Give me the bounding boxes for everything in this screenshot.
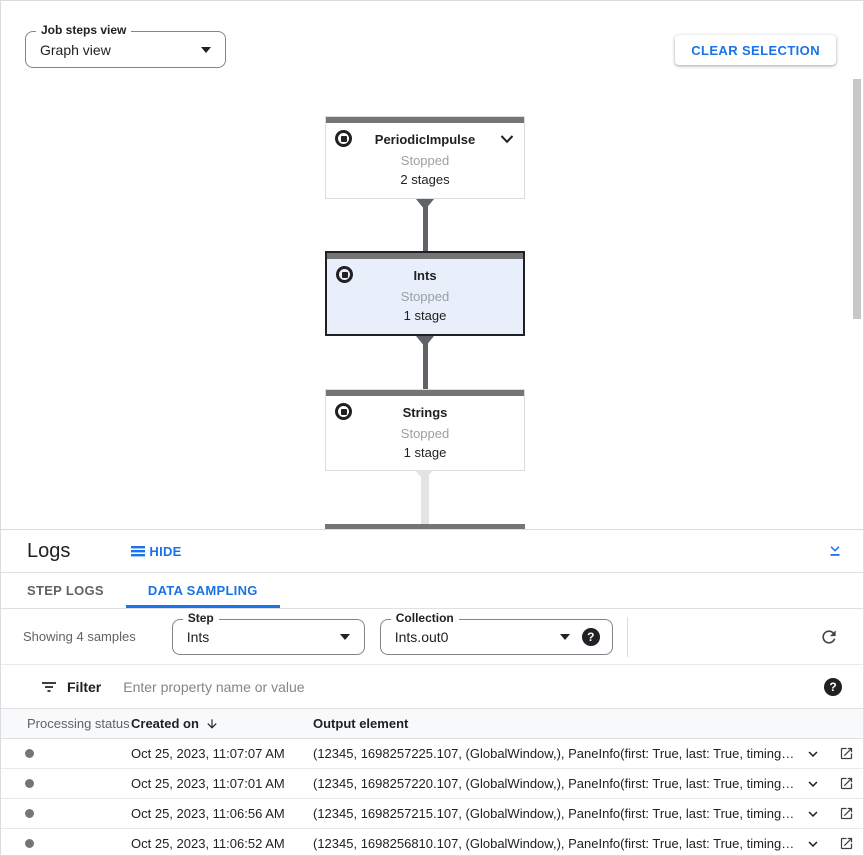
graph-edge (423, 336, 428, 391)
stopped-state-icon (335, 130, 352, 147)
logs-panel-header: Logs HIDE (1, 530, 863, 573)
dropdown-caret-icon (339, 633, 350, 640)
filter-input[interactable] (123, 678, 824, 695)
expand-row-button[interactable] (797, 775, 829, 793)
chevron-down-icon (808, 840, 818, 847)
filter-help-icon[interactable]: ? (824, 677, 842, 696)
collection-select[interactable]: Collection Ints.out0 ? (379, 610, 613, 655)
tab-data-sampling[interactable]: DATA SAMPLING (125, 573, 280, 608)
stopped-state-icon (335, 403, 352, 420)
open-in-new-icon (840, 747, 852, 760)
node-title: Ints (413, 267, 437, 283)
graph-node-ints[interactable]: Ints Stopped 1 stage (325, 251, 525, 336)
chevron-down-icon[interactable] (500, 135, 514, 144)
offscreen-node-top-bar (325, 524, 525, 529)
tab-step-logs[interactable]: STEP LOGS (1, 573, 126, 608)
node-status-bar (327, 253, 523, 259)
created-on-cell: Oct 25, 2023, 11:06:52 AM (131, 836, 285, 851)
hide-button-label: HIDE (149, 543, 182, 559)
output-element-cell: (12345, 1698257220.107, (GlobalWindow,),… (313, 776, 795, 791)
sort-descending-icon[interactable] (205, 717, 219, 731)
sample-row[interactable]: Oct 25, 2023, 11:07:07 AM (12345, 169825… (1, 739, 863, 769)
expand-row-button[interactable] (797, 745, 829, 763)
processing-status-dot (25, 749, 34, 758)
node-title: PeriodicImpulse (374, 131, 476, 147)
open-in-new-button[interactable] (829, 776, 863, 791)
vertical-divider (626, 616, 628, 657)
table-header-row: Processing status Created on Output elem… (1, 709, 863, 739)
job-graph-area: Job steps view Graph view CLEAR SELECTIO… (1, 1, 863, 534)
filter-list-icon (41, 680, 57, 694)
sampling-controls-row: Showing 4 samples Step Ints Collection I… (1, 609, 863, 665)
node-status: Stopped (400, 153, 450, 168)
graph-edge (421, 470, 429, 524)
collection-select-label: Collection (390, 610, 459, 625)
node-stages: 2 stages (400, 172, 450, 187)
node-status: Stopped (400, 426, 450, 441)
output-element-cell: (12345, 1698257215.107, (GlobalWindow,),… (313, 806, 795, 821)
graph-node-periodicimpulse[interactable]: PeriodicImpulse Stopped 2 stages (325, 116, 525, 199)
collection-select-value: Ints.out0 (394, 628, 449, 645)
step-select-label: Step (182, 610, 219, 625)
open-in-new-icon (840, 807, 852, 820)
collection-help-icon[interactable]: ? (581, 627, 600, 646)
created-on-cell: Oct 25, 2023, 11:06:56 AM (131, 806, 285, 821)
sample-row[interactable]: Oct 25, 2023, 11:07:01 AM (12345, 169825… (1, 769, 863, 799)
chevron-down-icon (808, 810, 818, 817)
processing-status-dot (25, 839, 34, 848)
open-in-new-button[interactable] (829, 836, 863, 851)
node-status-bar (326, 117, 524, 123)
refresh-samples-button[interactable] (819, 627, 839, 647)
job-steps-view-label: Job steps view (36, 23, 132, 37)
open-in-new-icon (840, 777, 852, 790)
graph-edge (423, 199, 428, 253)
logs-panel: Logs HIDE STEP LOGS DATA SAMPLING Showin… (1, 529, 863, 855)
graph-scrollbar-thumb[interactable] (853, 79, 861, 319)
node-status: Stopped (400, 289, 450, 304)
output-element-cell: (12345, 1698257225.107, (GlobalWindow,),… (313, 746, 795, 761)
node-stages: 1 stage (403, 308, 447, 323)
dropdown-caret-icon (559, 633, 570, 640)
logs-panel-title: Logs (27, 539, 71, 562)
dropdown-caret-icon (201, 46, 211, 53)
refresh-icon (822, 629, 836, 644)
node-stages: 1 stage (403, 445, 447, 460)
expand-row-button[interactable] (797, 835, 829, 853)
collapse-down-icon (830, 546, 840, 556)
logs-tab-bar: STEP LOGS DATA SAMPLING (1, 573, 863, 609)
open-in-new-button[interactable] (829, 806, 863, 821)
expand-row-button[interactable] (797, 805, 829, 823)
col-header-created-on[interactable]: Created on (131, 716, 313, 731)
step-select-value: Ints (186, 628, 210, 645)
node-status-bar (326, 390, 524, 396)
graph-node-strings[interactable]: Strings Stopped 1 stage (325, 389, 525, 471)
step-select[interactable]: Step Ints (171, 610, 365, 655)
created-on-cell: Oct 25, 2023, 11:07:07 AM (131, 746, 285, 761)
filter-row: Filter ? (1, 665, 863, 709)
chevron-down-icon (808, 780, 818, 787)
sample-row[interactable]: Oct 25, 2023, 11:06:52 AM (12345, 169825… (1, 829, 863, 855)
open-in-new-button[interactable] (829, 746, 863, 761)
chevron-down-icon (808, 750, 818, 757)
created-on-cell: Oct 25, 2023, 11:07:01 AM (131, 776, 285, 791)
open-in-new-icon (840, 837, 852, 850)
hide-panel-icon (131, 546, 146, 557)
collapse-panel-button[interactable] (826, 542, 844, 560)
job-steps-view-select[interactable]: Job steps view Graph view (25, 23, 226, 68)
hide-logs-button[interactable]: HIDE (130, 544, 181, 559)
col-header-output-element: Output element (313, 716, 409, 731)
clear-selection-button[interactable]: CLEAR SELECTION (675, 35, 836, 65)
col-header-processing-status: Processing status (27, 716, 130, 731)
processing-status-dot (25, 779, 34, 788)
processing-status-dot (25, 809, 34, 818)
output-element-cell: (12345, 1698256810.107, (GlobalWindow,),… (313, 836, 795, 851)
samples-count-text: Showing 4 samples (23, 629, 136, 644)
sample-row[interactable]: Oct 25, 2023, 11:06:56 AM (12345, 169825… (1, 799, 863, 829)
filter-label: Filter (67, 678, 102, 695)
stopped-state-icon (336, 266, 353, 283)
node-title: Strings (402, 404, 448, 420)
job-steps-view-value: Graph view (40, 41, 111, 58)
